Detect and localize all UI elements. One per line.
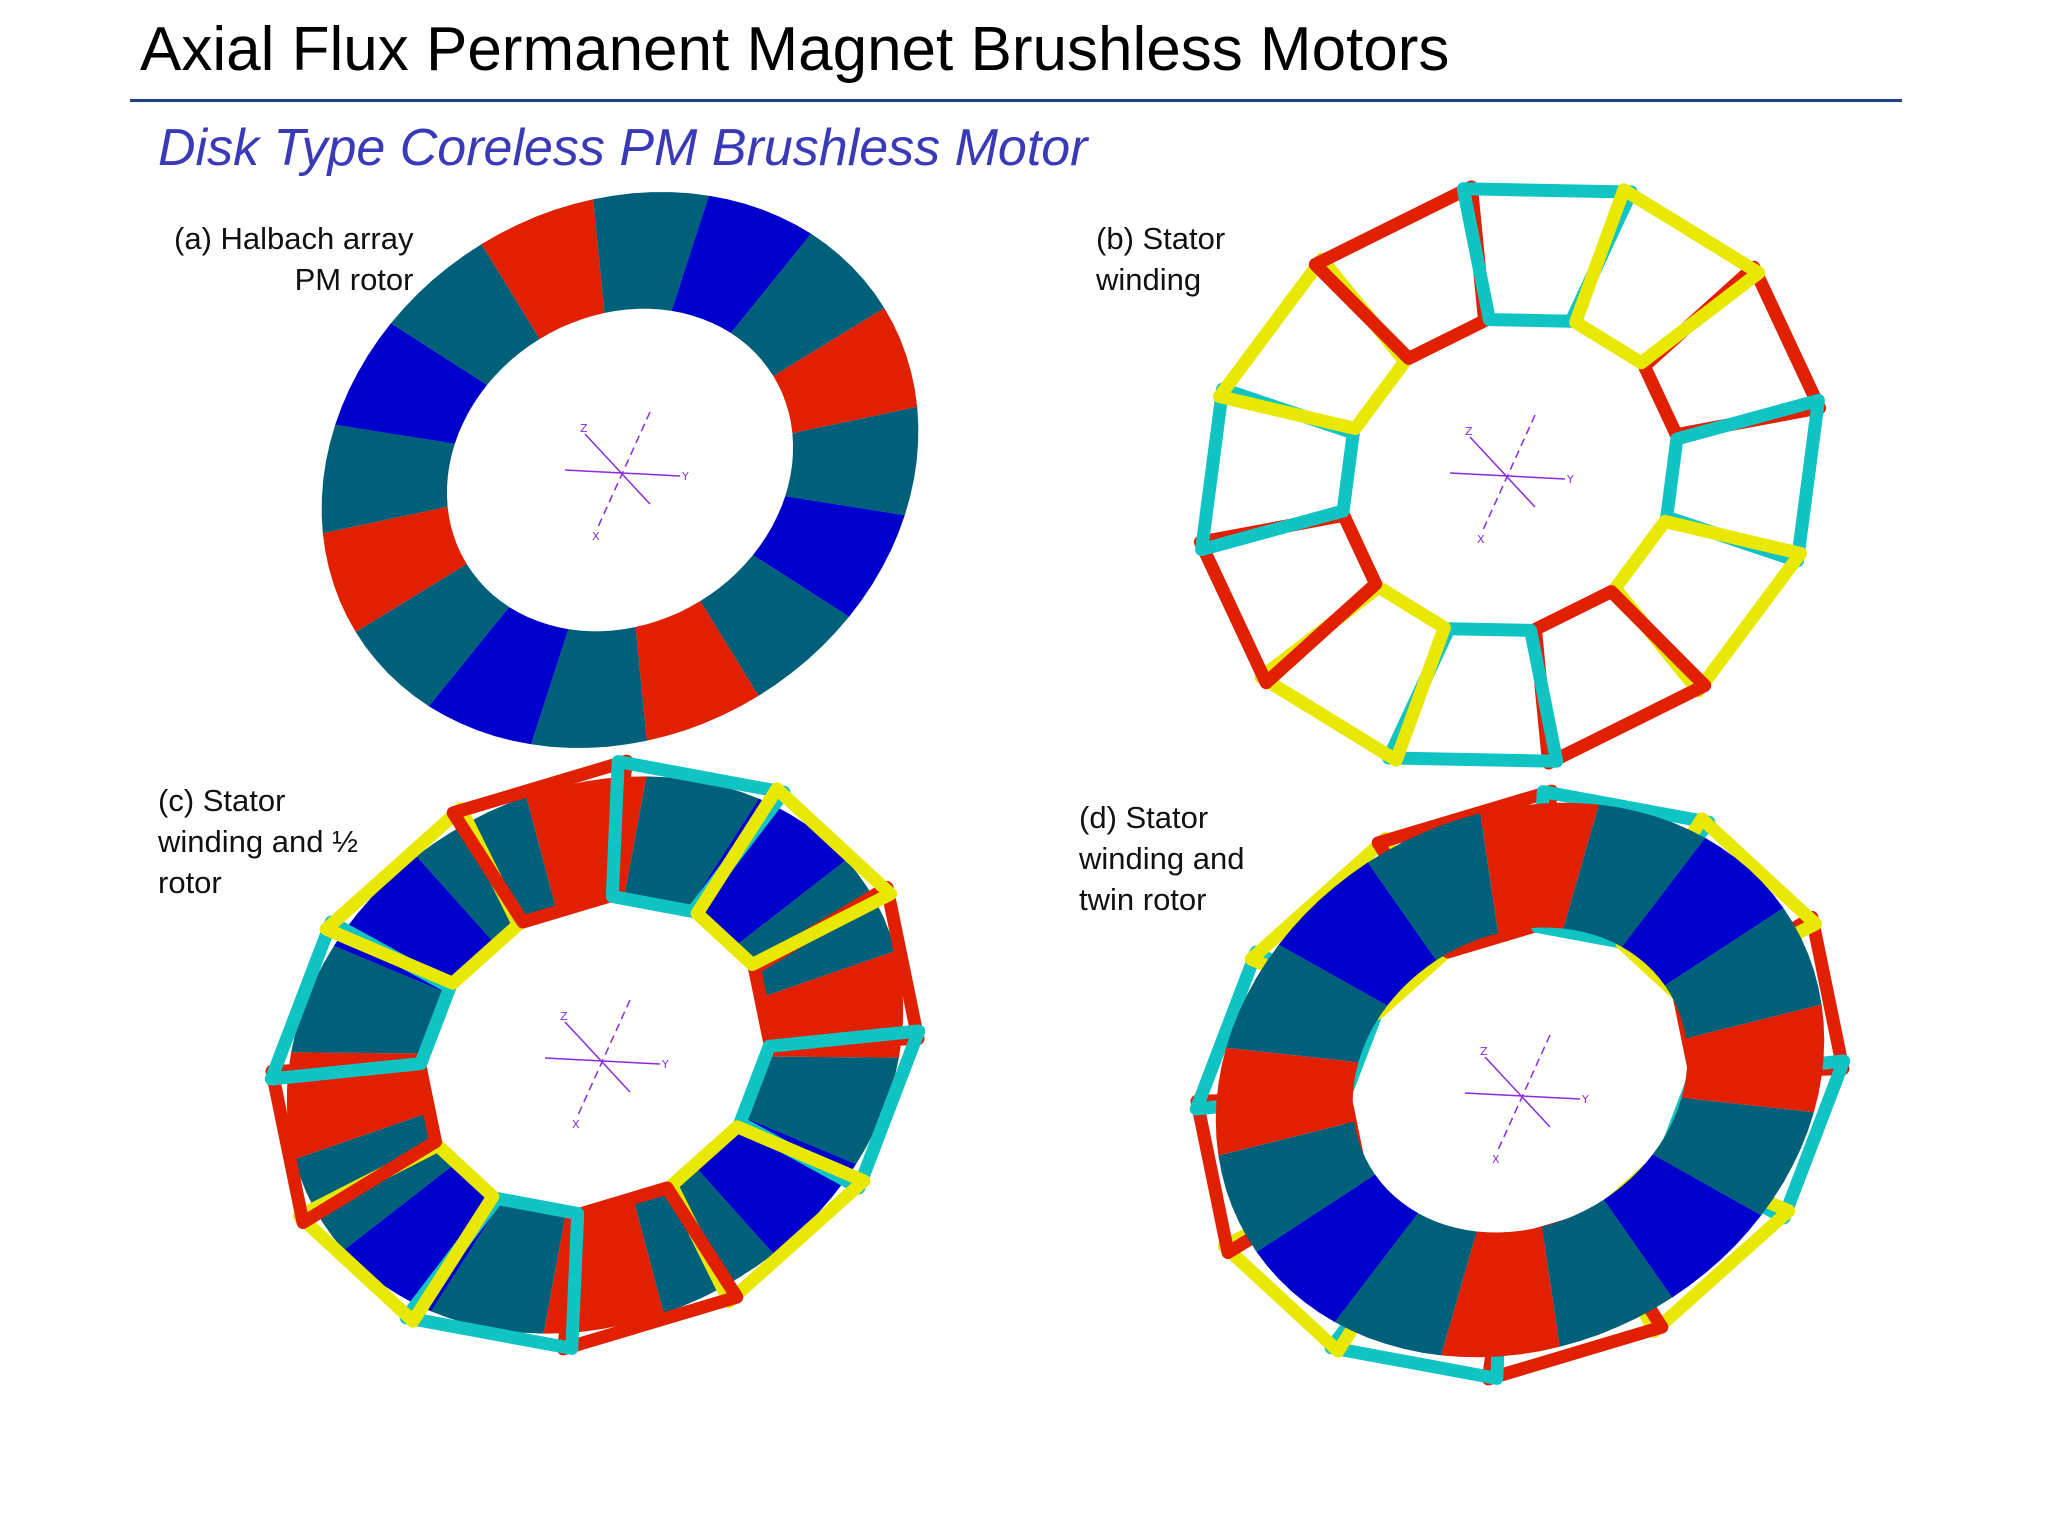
magnet-segment bbox=[355, 564, 510, 707]
magnet-segment bbox=[1480, 802, 1599, 934]
axis-x-letter: X bbox=[572, 1118, 580, 1131]
magnet-segment bbox=[671, 195, 812, 333]
coil-loop bbox=[1213, 252, 1412, 435]
magnet-segment bbox=[1226, 944, 1388, 1063]
axis-x-letter: X bbox=[1477, 533, 1485, 546]
magnet-segment bbox=[343, 1162, 505, 1312]
magnet-segment bbox=[291, 945, 452, 1054]
stator-coils-c bbox=[264, 754, 926, 1356]
magnet-segment bbox=[390, 244, 540, 385]
magnet-segment bbox=[685, 798, 847, 948]
axis-y-letter: Y bbox=[661, 1058, 669, 1071]
coil-loop bbox=[690, 782, 898, 971]
magnet-segment bbox=[1652, 1097, 1814, 1216]
magnet-segment bbox=[1621, 837, 1784, 986]
magnet-segment bbox=[531, 627, 647, 748]
axis-y-letter: Y bbox=[1566, 473, 1574, 486]
magnet-segment bbox=[693, 1115, 857, 1254]
magnet-segment bbox=[428, 607, 569, 745]
magnet-segment bbox=[635, 601, 759, 741]
magnet-segment bbox=[1215, 1047, 1359, 1156]
title-rule bbox=[130, 99, 1902, 102]
stator-half-rotor-drawing: Y Z X bbox=[264, 754, 926, 1356]
magnet-segment bbox=[1367, 813, 1499, 961]
axis-z-letter: Z bbox=[560, 1010, 568, 1023]
slide-subtitle: Disk Type Coreless PM Brushless Motor bbox=[158, 119, 1088, 177]
panel-c-label: (c) Stator winding and ½ rotor bbox=[158, 783, 358, 900]
magnet-segment bbox=[431, 1196, 567, 1334]
axis-z-letter: Z bbox=[1465, 425, 1473, 438]
panel-d-label: (d) Stator winding and twin rotor bbox=[1079, 800, 1245, 917]
magnet-segment bbox=[1541, 1199, 1673, 1347]
stator-coils-b bbox=[1193, 180, 1827, 770]
twin-rotor-d bbox=[1215, 802, 1825, 1358]
axes-triad-d: Y Z X bbox=[1464, 1034, 1589, 1166]
axes-triad-b: Y Z X bbox=[1449, 414, 1574, 546]
halbach-ring bbox=[321, 192, 919, 748]
magnet-segment bbox=[1664, 908, 1822, 1039]
magnet-segment bbox=[321, 424, 455, 534]
magnet-segment bbox=[1218, 1121, 1376, 1252]
axis-y-letter: Y bbox=[1581, 1093, 1589, 1106]
coil-loop bbox=[1569, 183, 1766, 370]
magnet-segment bbox=[1256, 1174, 1419, 1323]
axis-y-letter: Y bbox=[681, 470, 689, 483]
panel-b-label: (b) Stator winding bbox=[1096, 221, 1226, 297]
stator-twin-rotor-drawing: Y Z X bbox=[1189, 784, 1851, 1386]
halbach-rotor-drawing: Y Z X bbox=[321, 192, 919, 748]
axes-triad-a: Y Z X bbox=[564, 411, 689, 543]
magnet-segment bbox=[335, 323, 488, 444]
magnet-segment bbox=[333, 856, 497, 995]
magnet-segment bbox=[700, 555, 850, 696]
magnet-segment bbox=[593, 192, 709, 313]
magnet-segment bbox=[730, 233, 885, 376]
magnet-segment bbox=[773, 308, 918, 434]
magnet-segment bbox=[1441, 1226, 1560, 1358]
axis-z-letter: Z bbox=[1480, 1045, 1488, 1058]
magnet-segment bbox=[1563, 804, 1706, 947]
panel-a-label: (a) Halbach array PM rotor bbox=[174, 221, 414, 297]
axis-x-letter: X bbox=[592, 530, 600, 543]
magnet-segment bbox=[481, 199, 605, 339]
magnet-segment bbox=[1603, 1154, 1762, 1298]
slide-title: Axial Flux Permanent Magnet Brushless Mo… bbox=[140, 15, 1450, 84]
axes-triad-c: Y Z X bbox=[544, 999, 669, 1131]
magnet-segment bbox=[1334, 1213, 1477, 1356]
axis-x-letter: X bbox=[1492, 1153, 1500, 1166]
axis-z-letter: Z bbox=[580, 422, 588, 435]
coil-loop bbox=[1608, 515, 1807, 698]
magnet-segment bbox=[738, 1056, 899, 1165]
magnet-segment bbox=[752, 496, 905, 617]
magnet-segment bbox=[623, 776, 759, 914]
magnet-segment bbox=[785, 406, 919, 516]
magnet-segment bbox=[1681, 1004, 1825, 1113]
magnet-segment bbox=[1278, 862, 1437, 1006]
stator-winding-drawing: Y Z X bbox=[1193, 180, 1827, 770]
magnet-segment bbox=[322, 506, 467, 632]
